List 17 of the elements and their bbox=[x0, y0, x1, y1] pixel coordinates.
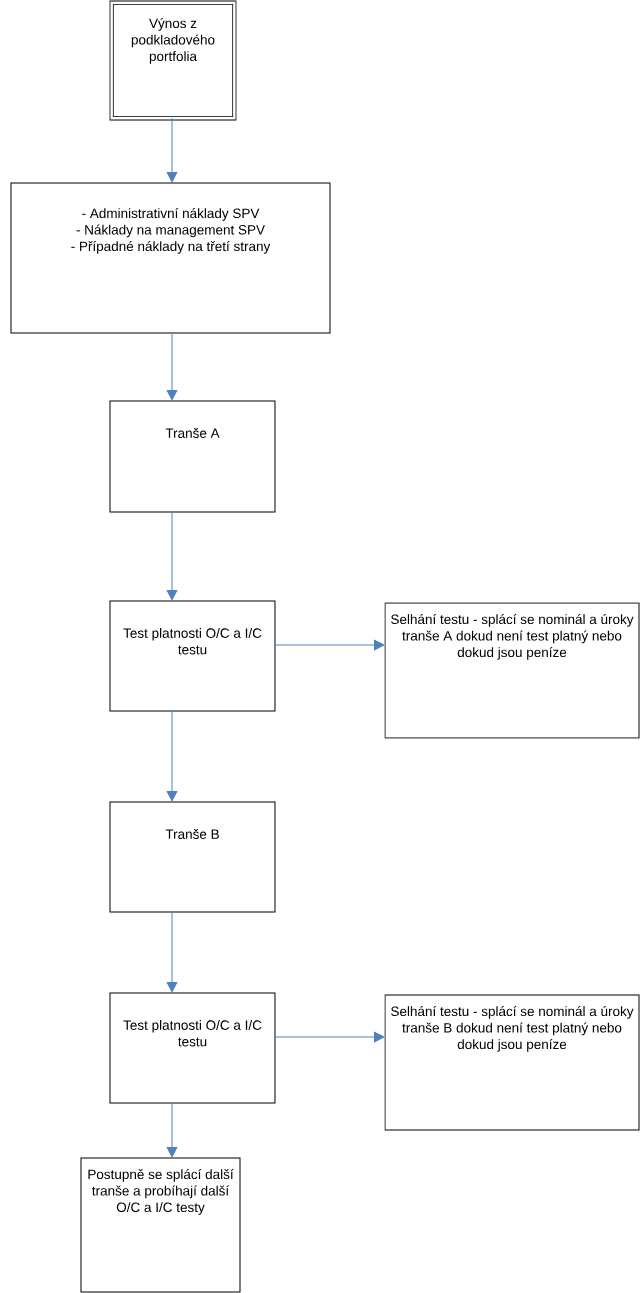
process-box: - Administrativní náklady SPV - Náklady na management SPV - Případné náklady na třetí strany bbox=[10, 182, 331, 334]
process-box: Test platnosti O/C a I/C testu bbox=[109, 992, 276, 1104]
process-box: Tranše A bbox=[109, 400, 276, 513]
arrow bbox=[274, 639, 385, 651]
process-box: Postupně se splácí další tranše a probíhají další O/C a I/C testy bbox=[80, 1157, 241, 1293]
process-box: Tranše B bbox=[109, 801, 276, 913]
arrow bbox=[166, 710, 178, 802]
arrow bbox=[166, 332, 178, 401]
arrow bbox=[166, 511, 178, 601]
arrow bbox=[166, 1102, 178, 1158]
process-box: Test platnosti O/C a I/C testu bbox=[109, 600, 276, 712]
start-box: Výnos z podkladového portfolia bbox=[109, 0, 237, 121]
arrow bbox=[166, 911, 178, 993]
arrow bbox=[274, 1031, 385, 1043]
process-box: Selhání testu - splácí se nominál a úroky tranše B dokud není test platný nebo dokud jsou peníze bbox=[384, 994, 640, 1131]
arrow bbox=[166, 117, 178, 183]
process-box: Selhání testu - splácí se nominál a úroky tranše A dokud není test platný nebo dokud jsou peníze bbox=[384, 602, 640, 739]
